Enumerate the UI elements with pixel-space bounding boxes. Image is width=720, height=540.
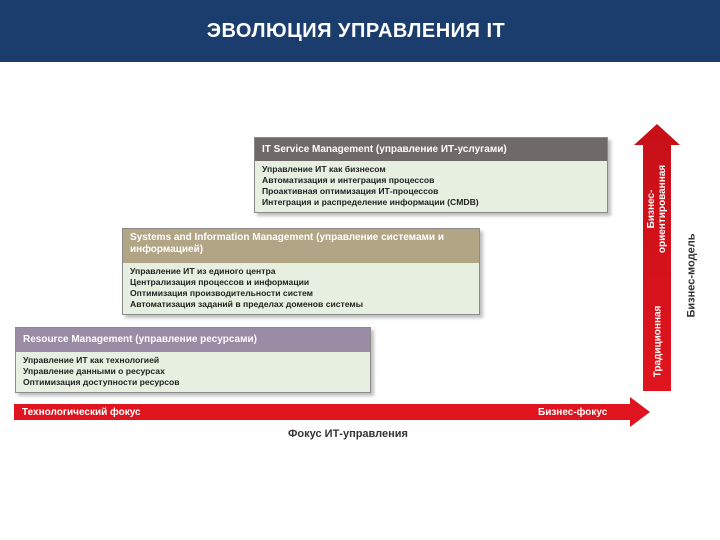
list-item: Управление ИТ как бизнесом [262, 164, 386, 174]
list-item: Проактивная оптимизация ИТ-процессов [262, 186, 439, 196]
list-item: Управление ИТ как технологией [23, 355, 160, 365]
block-body: Управление ИТ как технологией Управление… [16, 352, 370, 392]
vertical-axis-arrow [634, 124, 680, 391]
block-body: Управление ИТ как бизнесом Автоматизация… [255, 161, 607, 212]
block-title: Systems and Information Management (упра… [123, 229, 479, 263]
block-it-service-management: IT Service Management (управление ИТ-усл… [254, 137, 608, 213]
v-axis-bottom-label: Традиционная [652, 305, 664, 378]
header-bar [0, 0, 720, 62]
list-item: Управление ИТ из единого центра [130, 266, 276, 276]
list-item: Централизация процессов и информации [130, 277, 310, 287]
list-item: Автоматизация и интеграция процессов [262, 175, 435, 185]
h-axis-right-label: Бизнес-фокус [538, 407, 608, 418]
block-resource-management: Resource Management (управление ресурсам… [15, 327, 371, 393]
block-body: Управление ИТ из единого центра Централи… [123, 263, 479, 314]
page-title: ЭВОЛЮЦИЯ УПРАВЛЕНИЯ IT [206, 19, 506, 42]
v-axis-caption: Бизнес-модель [685, 233, 698, 318]
list-item: Управление данными о ресурсах [23, 366, 165, 376]
block-systems-information-management: Systems and Information Management (упра… [122, 228, 480, 315]
h-axis-left-label: Технологический фокус [22, 407, 141, 418]
list-item: Автоматизация заданий в пределах доменов… [130, 299, 364, 309]
horizontal-axis-arrow [14, 397, 650, 427]
v-axis-top-label: Бизнес-ориентированная [646, 164, 668, 254]
h-axis-caption: Фокус ИТ-управления [288, 428, 408, 440]
list-item: Интеграция и распределение информации (C… [262, 197, 479, 207]
block-title: IT Service Management (управление ИТ-усл… [255, 138, 607, 161]
list-item: Оптимизация доступности ресурсов [23, 377, 180, 387]
block-title: Resource Management (управление ресурсам… [16, 328, 370, 352]
list-item: Оптимизация производительности систем [130, 288, 313, 298]
